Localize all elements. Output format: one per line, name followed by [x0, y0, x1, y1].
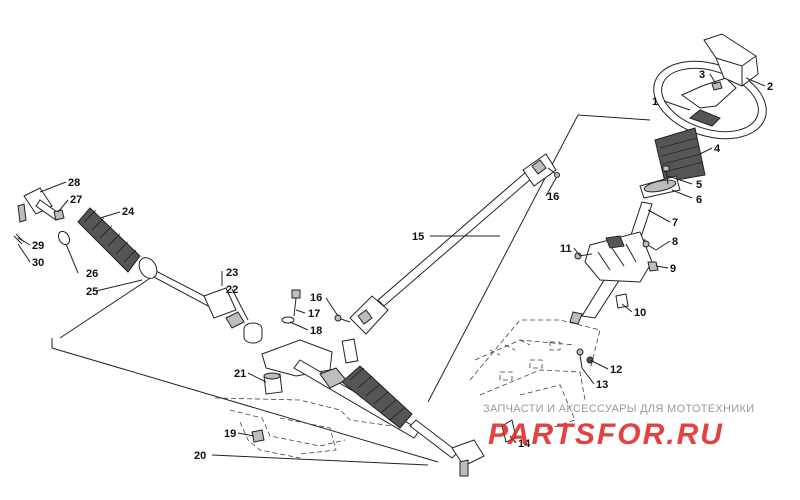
column-assembly-frame	[427, 114, 651, 403]
callout-24: 24	[122, 206, 135, 218]
partsfor-logo: PARTSFOR.RU	[488, 418, 724, 451]
callout-7: 7	[672, 217, 678, 229]
callout-15: 15	[412, 231, 424, 243]
shaft-bolt-16-upper	[547, 167, 560, 178]
callout-2: 2	[767, 81, 773, 93]
rack-boot-right	[341, 365, 413, 429]
left-tie-rod-end	[17, 187, 61, 223]
callout-1: 1	[652, 96, 658, 108]
callout-labels: 1 2 3 4 5 6 7 8 9 10 11 12 13 14 15 16 1…	[32, 69, 773, 462]
callout-23: 23	[226, 267, 238, 279]
shaft-bolt-16-lower	[334, 314, 351, 323]
callout-3: 3	[699, 69, 705, 81]
callout-18: 18	[310, 325, 322, 337]
callout-14: 14	[518, 438, 531, 450]
rack-boot-left	[77, 207, 141, 273]
mount-nut-19	[251, 429, 265, 443]
boot-clamp-26	[57, 230, 71, 246]
callout-28: 28	[68, 177, 80, 189]
column-clamp-14	[501, 419, 517, 443]
rack-bushing-21	[263, 372, 283, 395]
logo-wordmark: PARTSFOR.RU	[488, 418, 724, 451]
callout-17: 17	[308, 308, 320, 320]
hub-nut	[711, 81, 723, 91]
callout-4: 4	[714, 143, 721, 155]
steering-wheel	[653, 60, 767, 140]
leader-lines	[17, 73, 766, 466]
column-mount-bracket	[584, 231, 653, 283]
mount-bolt-17	[291, 289, 301, 317]
callout-27: 27	[70, 194, 82, 206]
callout-25: 25	[86, 286, 98, 298]
callout-26: 26	[86, 268, 98, 280]
washer-18	[281, 316, 295, 324]
watermark-tagline: ЗАПЧАСТИ И АКСЕССУАРЫ ДЛЯ МОТОТЕХНИКИ	[483, 403, 755, 415]
callout-10: 10	[634, 307, 646, 319]
callout-16-upper: 16	[547, 191, 559, 203]
callout-12: 12	[610, 364, 622, 376]
right-tie-rod	[409, 419, 485, 477]
callout-6: 6	[696, 194, 702, 206]
bracket-nut-9	[647, 261, 659, 272]
callout-9: 9	[670, 263, 676, 275]
column-bolt-top	[662, 165, 670, 185]
column-boot	[654, 127, 706, 183]
column-washer	[639, 175, 681, 199]
callout-19: 19	[224, 428, 236, 440]
callout-30: 30	[32, 257, 44, 269]
bracket-bolt-8	[642, 240, 657, 251]
column-fasteners-12-13	[576, 348, 594, 369]
boot-clamp-25	[138, 257, 158, 279]
callout-29: 29	[32, 240, 44, 252]
callout-20: 20	[194, 450, 206, 462]
callout-8: 8	[672, 236, 678, 248]
chassis-floor-detail	[214, 397, 421, 459]
mount-bushing-22	[243, 322, 263, 344]
intermediate-shaft	[349, 153, 557, 335]
callout-5: 5	[696, 179, 702, 191]
callout-21: 21	[234, 368, 246, 380]
callout-13: 13	[596, 379, 608, 391]
callout-11: 11	[560, 243, 572, 255]
chassis-bracket-detail	[469, 319, 601, 431]
column-clip-10	[615, 293, 629, 309]
rack-assembly-frame	[51, 276, 439, 463]
callout-22: 22	[226, 284, 238, 296]
callout-16-lower: 16	[310, 292, 322, 304]
